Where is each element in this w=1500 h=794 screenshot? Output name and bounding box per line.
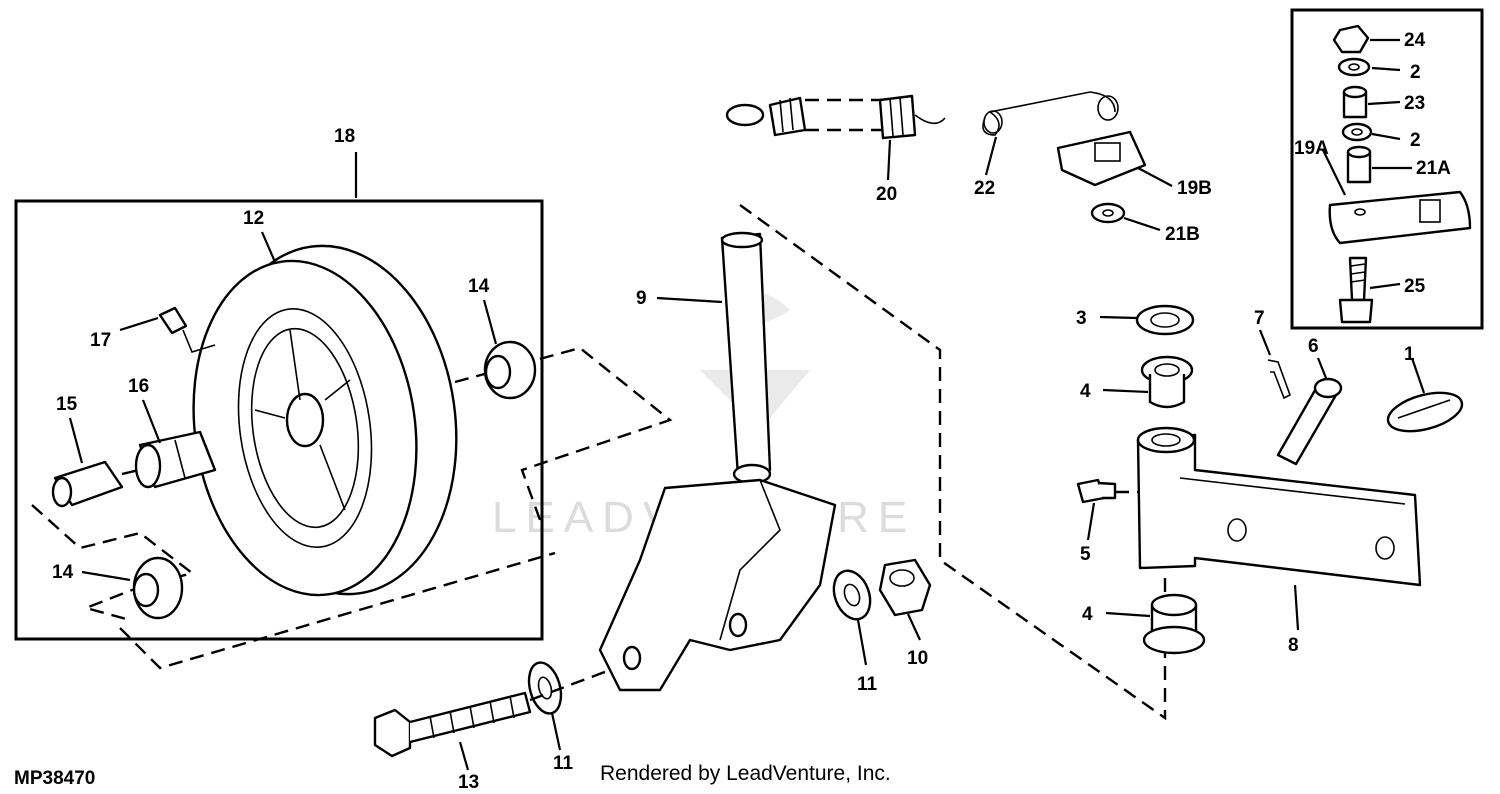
- callout-6: 6: [1308, 336, 1319, 357]
- leader-9: [656, 296, 723, 304]
- bracket-19B: [1056, 130, 1147, 187]
- callout-21B: 21B: [1165, 224, 1200, 245]
- leader-25: [1369, 282, 1401, 290]
- figure-code: MP38470: [14, 768, 95, 789]
- callout-1: 1: [1404, 344, 1415, 365]
- callout-4-lower: 4: [1082, 604, 1093, 625]
- callout-14-upper: 14: [468, 276, 490, 297]
- wheel-tire: [192, 244, 458, 597]
- leader-7: [1258, 329, 1272, 356]
- leader-6: [1316, 357, 1328, 379]
- bearing-16: [134, 430, 217, 489]
- bushing-14-upper: [483, 340, 537, 400]
- leader-3: [1099, 315, 1138, 320]
- leader-14-lower: [81, 570, 131, 582]
- callout-8: 8: [1288, 635, 1299, 656]
- inset-washer-2b: [1341, 122, 1373, 142]
- callout-24: 24: [1404, 30, 1426, 51]
- leader-19B: [1137, 167, 1173, 187]
- leader-22: [984, 136, 998, 176]
- leader-20: [886, 139, 892, 181]
- callout-labels: 18 12 17 15 16 14 14 9 11 10 13 11 20 22…: [52, 30, 1451, 793]
- inset-nut-24: [1332, 24, 1370, 54]
- callout-13: 13: [458, 772, 479, 793]
- leader-1: [1410, 357, 1426, 394]
- leader-11-right: [856, 619, 868, 666]
- callout-23: 23: [1404, 93, 1425, 114]
- inset-washer-2a: [1337, 57, 1371, 77]
- callout-12: 12: [243, 208, 264, 229]
- inset-bracket-19A: [1328, 190, 1472, 245]
- callout-19A: 19A: [1294, 138, 1329, 159]
- caster-arm-8: [1136, 426, 1422, 587]
- callout-11-lower: 11: [553, 753, 574, 774]
- callout-2-lower: 2: [1410, 130, 1421, 151]
- leader-15: [68, 417, 84, 464]
- nut-10: [878, 558, 932, 617]
- cotter-pin-7: [1267, 359, 1291, 400]
- callout-4-upper: 4: [1080, 381, 1091, 402]
- washer-11-right: [832, 569, 872, 621]
- washer-11-lower: [527, 661, 563, 715]
- pin-6: [1276, 377, 1343, 466]
- spacer-3: [1135, 304, 1195, 336]
- inset-spacer-23: [1342, 85, 1368, 119]
- leader-16: [141, 399, 162, 444]
- dashed-axis-right: [454, 346, 673, 521]
- callout-11-right: 11: [857, 674, 878, 695]
- callout-20: 20: [876, 184, 897, 205]
- sleeve-15: [51, 460, 124, 508]
- callout-16: 16: [128, 376, 149, 397]
- dashed-bolt-line: [529, 668, 611, 702]
- bushing-4-upper: [1140, 355, 1194, 409]
- clip-1: [1386, 391, 1464, 433]
- leader-5: [1086, 502, 1096, 541]
- callout-22: 22: [974, 178, 995, 199]
- bushing-14-lower: [132, 556, 184, 620]
- leader-23: [1367, 100, 1401, 106]
- callout-18: 18: [334, 126, 355, 147]
- leader-19A: [1322, 149, 1346, 196]
- leader-17: [119, 316, 159, 332]
- dashed-mount-outline: [739, 204, 1167, 721]
- spring-20: [725, 94, 946, 140]
- callout-14-lower: 14: [52, 562, 74, 583]
- leader-10: [907, 613, 921, 641]
- callout-19B: 19B: [1177, 178, 1212, 199]
- callout-3: 3: [1076, 308, 1087, 329]
- wheel-assembly-box: [14, 199, 544, 641]
- callout-15: 15: [56, 394, 78, 415]
- callout-21A: 21A: [1416, 158, 1451, 179]
- leader-13: [458, 741, 470, 771]
- inset-box: [1290, 8, 1484, 330]
- callout-10: 10: [907, 648, 928, 669]
- inset-bolt-25: [1338, 256, 1374, 324]
- leader-4-upper: [1102, 388, 1149, 394]
- leader-12: [260, 231, 277, 263]
- callout-7: 7: [1254, 308, 1265, 329]
- callout-25: 25: [1404, 276, 1426, 297]
- rendered-by-credit: Rendered by LeadVenture, Inc.: [600, 762, 891, 785]
- leader-8: [1293, 584, 1300, 631]
- leader-4-lower: [1105, 611, 1151, 618]
- inset-spacer-21A: [1346, 145, 1372, 184]
- callout-2-upper: 2: [1410, 62, 1421, 83]
- washer-21B: [1090, 202, 1126, 224]
- leader-21B: [1123, 216, 1161, 232]
- leader-2b: [1371, 132, 1401, 141]
- callout-17: 17: [90, 330, 111, 351]
- leader-14-upper: [482, 299, 498, 345]
- callout-5: 5: [1080, 544, 1091, 565]
- torsion-spring-22: [982, 91, 1119, 136]
- leader-2a: [1371, 66, 1401, 72]
- leader-11-lower: [550, 712, 562, 751]
- bushing-4-lower: [1142, 593, 1206, 655]
- grease-fitting-17: [158, 306, 216, 353]
- grease-fitting-5: [1076, 478, 1117, 504]
- caster-fork-9: [598, 231, 837, 692]
- bolt-13: [373, 691, 532, 758]
- dashed-bolt-axis: [119, 551, 556, 670]
- callout-9: 9: [636, 288, 647, 309]
